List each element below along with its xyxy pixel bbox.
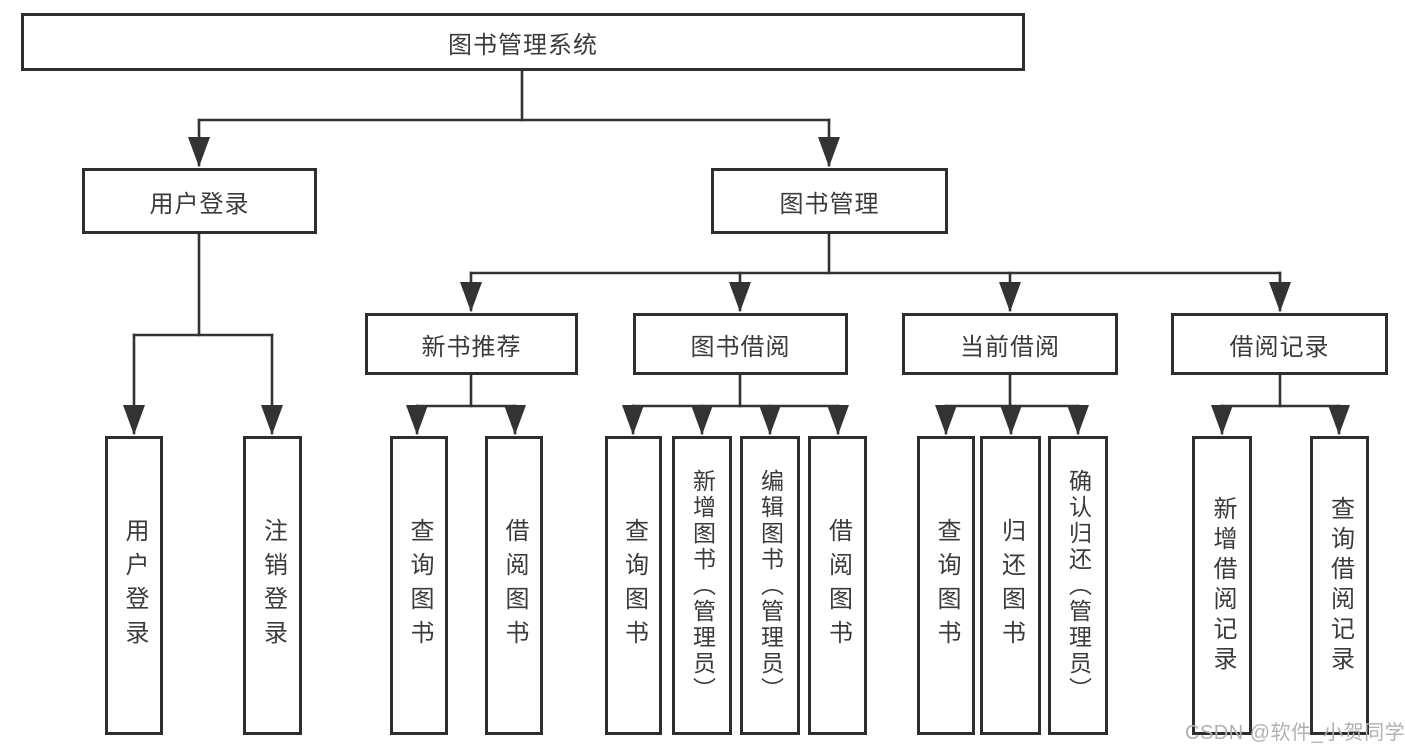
leaf-user-login: 用户登录 xyxy=(105,436,163,735)
leaf-borrow-book-recommend: 借阅图书 xyxy=(485,436,543,735)
leaf-borrow-book: 借阅图书 xyxy=(808,436,867,735)
csdn-watermark: CSDN @软件_小贺同学 xyxy=(1185,722,1405,744)
leaf-label: 查询图书 xyxy=(933,517,960,654)
leaf-query-borrow-record: 查询借阅记录 xyxy=(1310,436,1369,735)
node-label: 用户登录 xyxy=(149,190,250,218)
node-book-management: 图书管理 xyxy=(711,168,948,234)
node-borrow-records: 借阅记录 xyxy=(1171,313,1388,375)
node-book-borrow: 图书借阅 xyxy=(633,313,848,375)
leaf-query-book-borrow: 查询图书 xyxy=(605,436,662,735)
node-label: 借阅记录 xyxy=(1229,333,1330,361)
leaf-label: 查询图书 xyxy=(406,517,433,654)
leaf-label: 用户登录 xyxy=(121,517,148,654)
node-label: 当前借阅 xyxy=(960,333,1060,361)
node-label: 图书管理 xyxy=(779,190,880,218)
leaf-label: 查询借阅记录 xyxy=(1326,495,1354,676)
leaf-label: 新增借阅记录 xyxy=(1209,495,1236,676)
node-root: 图书管理系统 xyxy=(21,13,1025,71)
leaf-label: 借阅图书 xyxy=(501,517,528,654)
node-label: 新书推荐 xyxy=(421,333,522,361)
node-user-login: 用户登录 xyxy=(82,168,317,234)
leaf-label: 注销登录 xyxy=(259,517,287,654)
node-current-borrow: 当前借阅 xyxy=(902,313,1118,375)
leaf-label: 归还图书 xyxy=(997,517,1025,654)
leaf-return-book: 归还图书 xyxy=(980,436,1041,735)
leaf-logout: 注销登录 xyxy=(243,436,302,735)
node-new-book-recommend: 新书推荐 xyxy=(365,313,578,375)
node-label: 图书借阅 xyxy=(690,333,791,361)
leaf-query-book-recommend: 查询图书 xyxy=(390,436,448,735)
leaf-label: 借阅图书 xyxy=(824,517,852,654)
leaf-label: 新增图书（管理员） xyxy=(689,468,716,703)
node-label: 图书管理系统 xyxy=(448,31,598,59)
leaf-confirm-return-admin: 确认归还（管理员） xyxy=(1048,436,1108,735)
leaf-edit-book-admin: 编辑图书（管理员） xyxy=(740,436,800,735)
leaf-add-borrow-record: 新增借阅记录 xyxy=(1192,436,1252,735)
leaf-label: 编辑图书（管理员） xyxy=(757,468,784,703)
leaf-add-book-admin: 新增图书（管理员） xyxy=(672,436,732,735)
leaf-label: 查询图书 xyxy=(620,517,648,654)
leaf-label: 确认归还（管理员） xyxy=(1065,468,1092,703)
leaf-query-book-current: 查询图书 xyxy=(917,436,975,735)
